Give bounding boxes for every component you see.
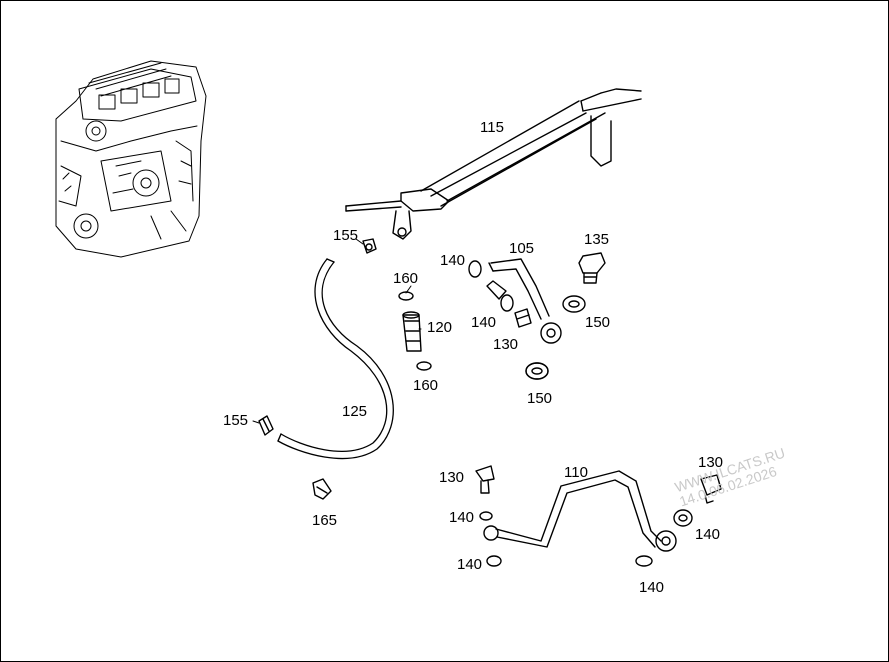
- part-label-160-lower[interactable]: 160: [413, 377, 439, 394]
- part-label-150-right[interactable]: 150: [585, 314, 611, 331]
- part-label-130-upper[interactable]: 130: [493, 336, 519, 353]
- part-label-130-right[interactable]: 130: [698, 454, 724, 471]
- part-label-105[interactable]: 105: [509, 240, 535, 257]
- part-label-155-lower[interactable]: 155: [223, 412, 249, 429]
- part-label-115[interactable]: 115: [480, 119, 504, 136]
- part-165-clip: [312, 478, 332, 500]
- part-label-140-upper-left[interactable]: 140: [440, 252, 466, 269]
- part-120-filter-assembly: [398, 291, 432, 371]
- part-label-140-right[interactable]: 140: [695, 526, 721, 543]
- part-150-seal-lower: [525, 362, 549, 380]
- part-label-155-upper[interactable]: 155: [333, 227, 359, 244]
- part-label-140-mid[interactable]: 140: [471, 314, 497, 331]
- part-label-120[interactable]: 120: [427, 319, 453, 336]
- part-label-140-bottom-right[interactable]: 140: [639, 579, 665, 596]
- part-label-130-lower[interactable]: 130: [439, 469, 465, 486]
- part-label-150-lower[interactable]: 150: [527, 390, 553, 407]
- part-label-140-left[interactable]: 140: [449, 509, 475, 526]
- part-label-135[interactable]: 135: [584, 231, 610, 248]
- part-155-fitting-lower: [258, 415, 274, 436]
- part-label-110[interactable]: 110: [564, 464, 588, 481]
- part-115-double-line: [345, 88, 642, 240]
- part-label-125[interactable]: 125: [342, 403, 368, 420]
- part-125-hose: [277, 258, 394, 460]
- part-label-165[interactable]: 165: [312, 512, 338, 529]
- part-label-160-upper[interactable]: 160: [393, 270, 419, 287]
- part-135-fitting: [562, 252, 606, 313]
- leader-lines: [252, 238, 422, 424]
- engine-thumbnail: [55, 60, 207, 258]
- part-110-line: [475, 465, 722, 567]
- part-155-fitting-upper: [362, 238, 377, 254]
- part-label-140-bottom-left[interactable]: 140: [457, 556, 483, 573]
